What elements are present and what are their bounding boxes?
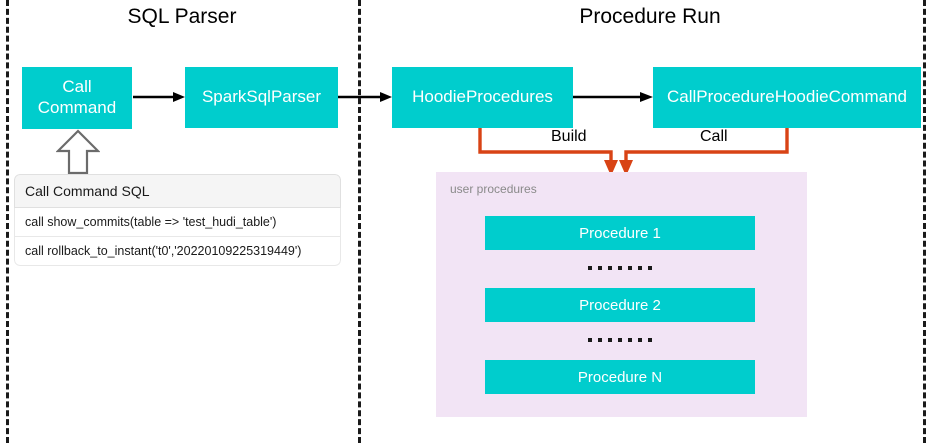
node-call-command-label: Call Command: [38, 77, 116, 118]
connector-label-build: Build: [545, 128, 593, 146]
node-call-procedure-hoodie-command[interactable]: CallProcedureHoodieCommand: [653, 67, 921, 128]
node-spark-sql-parser[interactable]: SparkSqlParser: [185, 67, 338, 128]
arrow-hoodie-procedures-to-call-procedure-command: [573, 92, 653, 102]
section-divider-right: [923, 0, 926, 443]
procedure-item[interactable]: Procedure 2: [485, 288, 755, 322]
procedure-separator-dots: [485, 258, 755, 278]
connector-label-call: Call: [694, 128, 734, 146]
section-title-procedure-run: Procedure Run: [579, 5, 721, 28]
call-command-sql-card-header: Call Command SQL: [14, 174, 341, 208]
node-hoodie-procedures[interactable]: HoodieProcedures: [392, 67, 573, 128]
call-command-sql-row[interactable]: call rollback_to_instant('t0','202201092…: [14, 237, 341, 266]
call-command-sql-row[interactable]: call show_commits(table => 'test_hudi_ta…: [14, 208, 341, 237]
section-title-sql-parser: SQL Parser: [127, 5, 237, 28]
section-divider-middle: [358, 0, 361, 443]
section-divider-left: [6, 0, 9, 443]
procedure-item[interactable]: Procedure N: [485, 360, 755, 394]
node-call-command-line1: Call: [62, 77, 92, 97]
hollow-up-arrow-icon: [56, 129, 100, 175]
call-command-sql-card: Call Command SQL call show_commits(table…: [14, 174, 341, 266]
procedure-item[interactable]: Procedure 1: [485, 216, 755, 250]
node-call-command[interactable]: Call Command: [22, 67, 132, 129]
arrow-spark-parser-to-hoodie-procedures: [338, 92, 392, 102]
user-procedures-panel-label: user procedures: [450, 182, 537, 196]
node-call-command-line2: Command: [37, 98, 117, 117]
arrow-call-command-to-spark-parser: [133, 92, 185, 102]
procedure-separator-dots: [485, 330, 755, 350]
